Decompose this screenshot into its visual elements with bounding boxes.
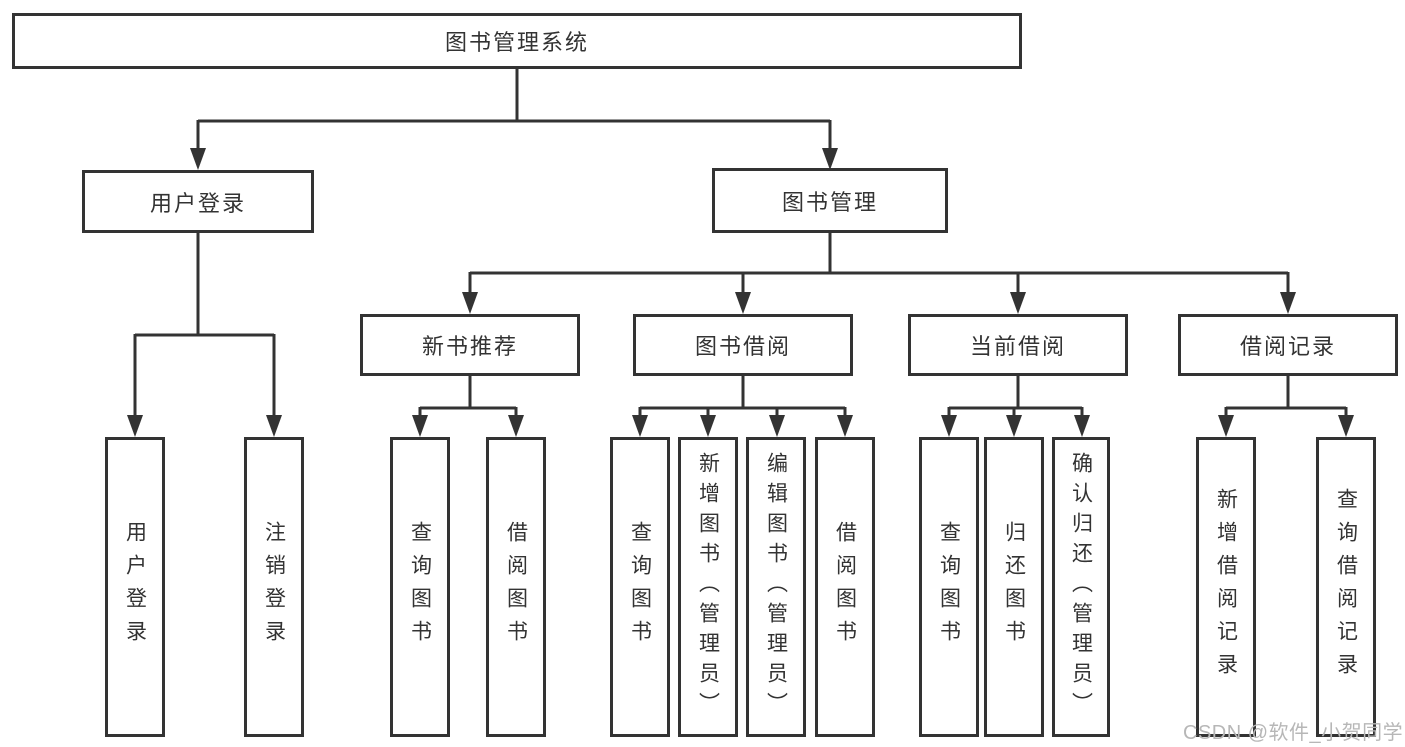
leaf-logout: 注销登录: [244, 437, 304, 737]
node-new-book-recommendation: 新书推荐: [360, 314, 580, 376]
leaf-edit-book-admin: 编辑图书（管理员）: [746, 437, 806, 737]
leaf-return-books: 归还图书: [984, 437, 1044, 737]
node-book-management-branch: 图书管理: [712, 168, 948, 233]
leaf-borrow-books-recommend: 借阅图书: [486, 437, 546, 737]
leaf-confirm-return-admin: 确认归还（管理员）: [1052, 437, 1110, 737]
node-user-login-branch: 用户登录: [82, 170, 314, 233]
leaf-user-login: 用户登录: [105, 437, 165, 737]
node-borrowing-records: 借阅记录: [1178, 314, 1398, 376]
leaf-query-books-recommend: 查询图书: [390, 437, 450, 737]
leaf-query-books-current: 查询图书: [919, 437, 979, 737]
node-current-borrowing: 当前借阅: [908, 314, 1128, 376]
leaf-add-borrow-record: 新增借阅记录: [1196, 437, 1256, 737]
leaf-borrow-books: 借阅图书: [815, 437, 875, 737]
csdn-watermark: CSDN @软件_小贺同学: [1183, 722, 1404, 744]
leaf-add-book-admin: 新增图书（管理员）: [678, 437, 738, 737]
leaf-query-borrow-record: 查询借阅记录: [1316, 437, 1376, 737]
node-library-management-system: 图书管理系统: [12, 13, 1022, 69]
node-book-borrowing: 图书借阅: [633, 314, 853, 376]
leaf-query-books-borrow: 查询图书: [610, 437, 670, 737]
